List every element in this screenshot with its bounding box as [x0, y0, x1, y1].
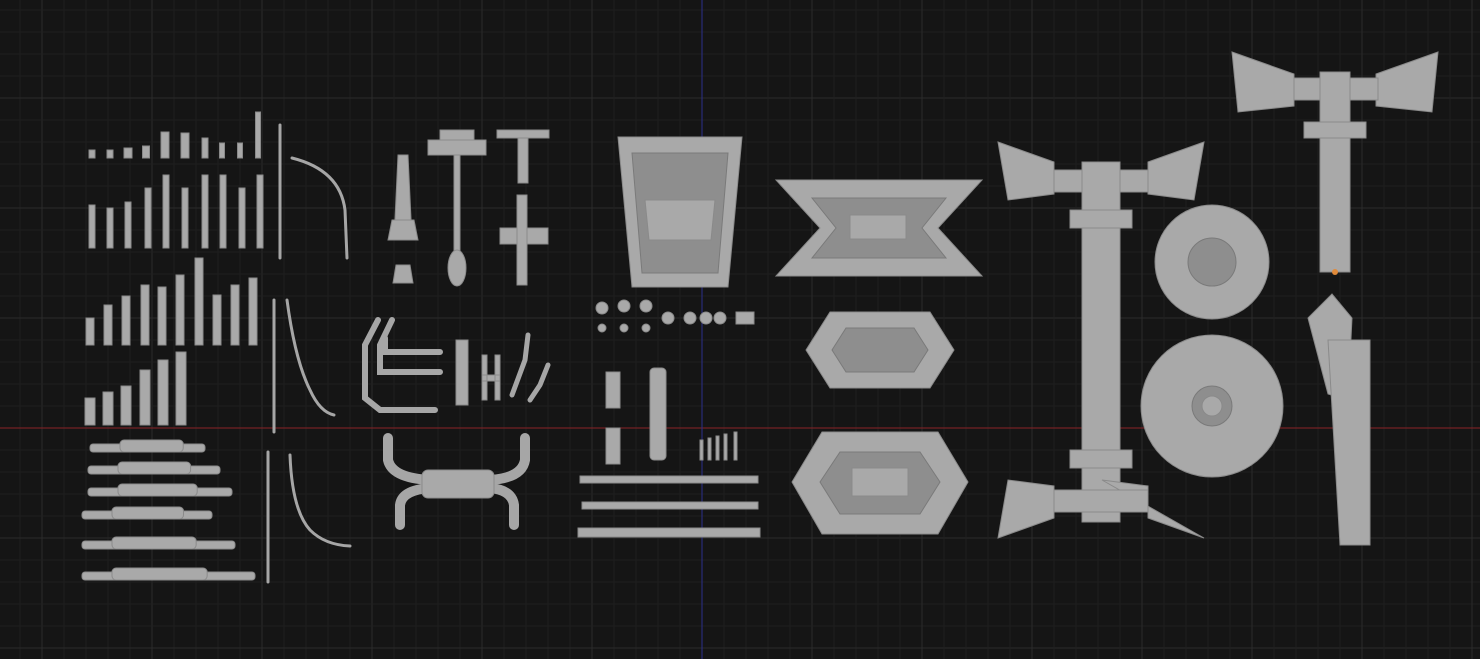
shock-absorber[interactable]: [106, 207, 114, 249]
bolt[interactable]: [617, 299, 631, 313]
spring-part[interactable]: [106, 149, 114, 159]
shock-absorber-parts[interactable]: [84, 111, 264, 426]
shock-absorber[interactable]: [212, 294, 222, 346]
shock-absorber[interactable]: [238, 187, 246, 249]
armor-plate-bowtie[interactable]: [774, 179, 984, 277]
pipe-parts[interactable]: [362, 317, 551, 530]
armor-plate-hexagon-large[interactable]: [791, 431, 969, 535]
bracket[interactable]: [735, 311, 755, 325]
screw[interactable]: [733, 431, 738, 461]
shock-absorber[interactable]: [230, 284, 240, 346]
winged-column-top[interactable]: [1231, 51, 1439, 275]
spring-part[interactable]: [88, 149, 96, 159]
shock-absorber[interactable]: [157, 286, 167, 346]
shock-absorber[interactable]: [120, 385, 132, 426]
shock-absorber[interactable]: [85, 317, 95, 346]
cylinder-body[interactable]: [117, 461, 192, 475]
spring-part[interactable]: [142, 145, 150, 159]
shock-absorber[interactable]: [84, 397, 96, 426]
screw[interactable]: [707, 437, 712, 461]
shock-absorber[interactable]: [88, 204, 96, 249]
nut[interactable]: [619, 323, 629, 333]
small-bolts-nuts[interactable]: [595, 299, 755, 461]
nut[interactable]: [641, 323, 651, 333]
bolt[interactable]: [639, 299, 653, 313]
bolt[interactable]: [713, 311, 727, 325]
bolt[interactable]: [699, 311, 713, 325]
bolt[interactable]: [683, 311, 697, 325]
rail-parts[interactable]: [577, 367, 761, 538]
shock-absorber[interactable]: [248, 277, 258, 346]
spring-part[interactable]: [123, 147, 133, 159]
spring-part[interactable]: [160, 131, 170, 159]
shock-absorber[interactable]: [140, 284, 150, 346]
spring-part[interactable]: [237, 142, 243, 159]
spring-part[interactable]: [201, 137, 209, 159]
shock-absorber[interactable]: [162, 174, 170, 249]
disc-parts[interactable]: [1140, 204, 1284, 478]
cylinder-body[interactable]: [111, 536, 197, 550]
spring-part[interactable]: [255, 111, 261, 159]
shock-absorber[interactable]: [175, 351, 187, 426]
panel-trapezoid[interactable]: [617, 136, 743, 288]
nut[interactable]: [597, 323, 607, 333]
curved-cable[interactable]: [288, 453, 352, 548]
shock-absorber[interactable]: [139, 369, 151, 426]
spring-part[interactable]: [180, 132, 190, 159]
curved-cable[interactable]: [285, 298, 336, 417]
shock-absorber[interactable]: [256, 174, 264, 249]
tall-panel[interactable]: [1307, 293, 1371, 546]
shock-absorber[interactable]: [124, 201, 132, 249]
shock-absorber[interactable]: [175, 274, 185, 346]
cylinder-body[interactable]: [111, 506, 184, 520]
screw[interactable]: [699, 439, 704, 461]
hydraulic-cylinders[interactable]: [81, 439, 256, 581]
curved-cable[interactable]: [290, 156, 349, 260]
shock-absorber[interactable]: [181, 187, 189, 249]
armor-plate-hexagon-small[interactable]: [805, 311, 955, 389]
cylinder-body[interactable]: [119, 439, 184, 453]
shock-absorber[interactable]: [194, 257, 204, 346]
bolt[interactable]: [595, 301, 609, 315]
winged-column[interactable]: [997, 141, 1205, 539]
origin-point[interactable]: [1332, 269, 1338, 275]
screw[interactable]: [715, 435, 720, 461]
antenna-parts[interactable]: [387, 129, 550, 287]
screw[interactable]: [723, 433, 728, 461]
shock-absorber[interactable]: [102, 391, 114, 426]
spring-part[interactable]: [219, 142, 225, 159]
shock-absorber[interactable]: [201, 174, 209, 249]
bolt[interactable]: [661, 311, 675, 325]
shock-absorber[interactable]: [157, 359, 169, 426]
cylinder-body[interactable]: [111, 567, 208, 581]
shock-absorber[interactable]: [103, 304, 113, 346]
shock-absorber[interactable]: [144, 187, 152, 249]
cylinder-body[interactable]: [117, 483, 198, 497]
shock-absorber[interactable]: [219, 174, 227, 249]
shock-absorber[interactable]: [121, 295, 131, 346]
